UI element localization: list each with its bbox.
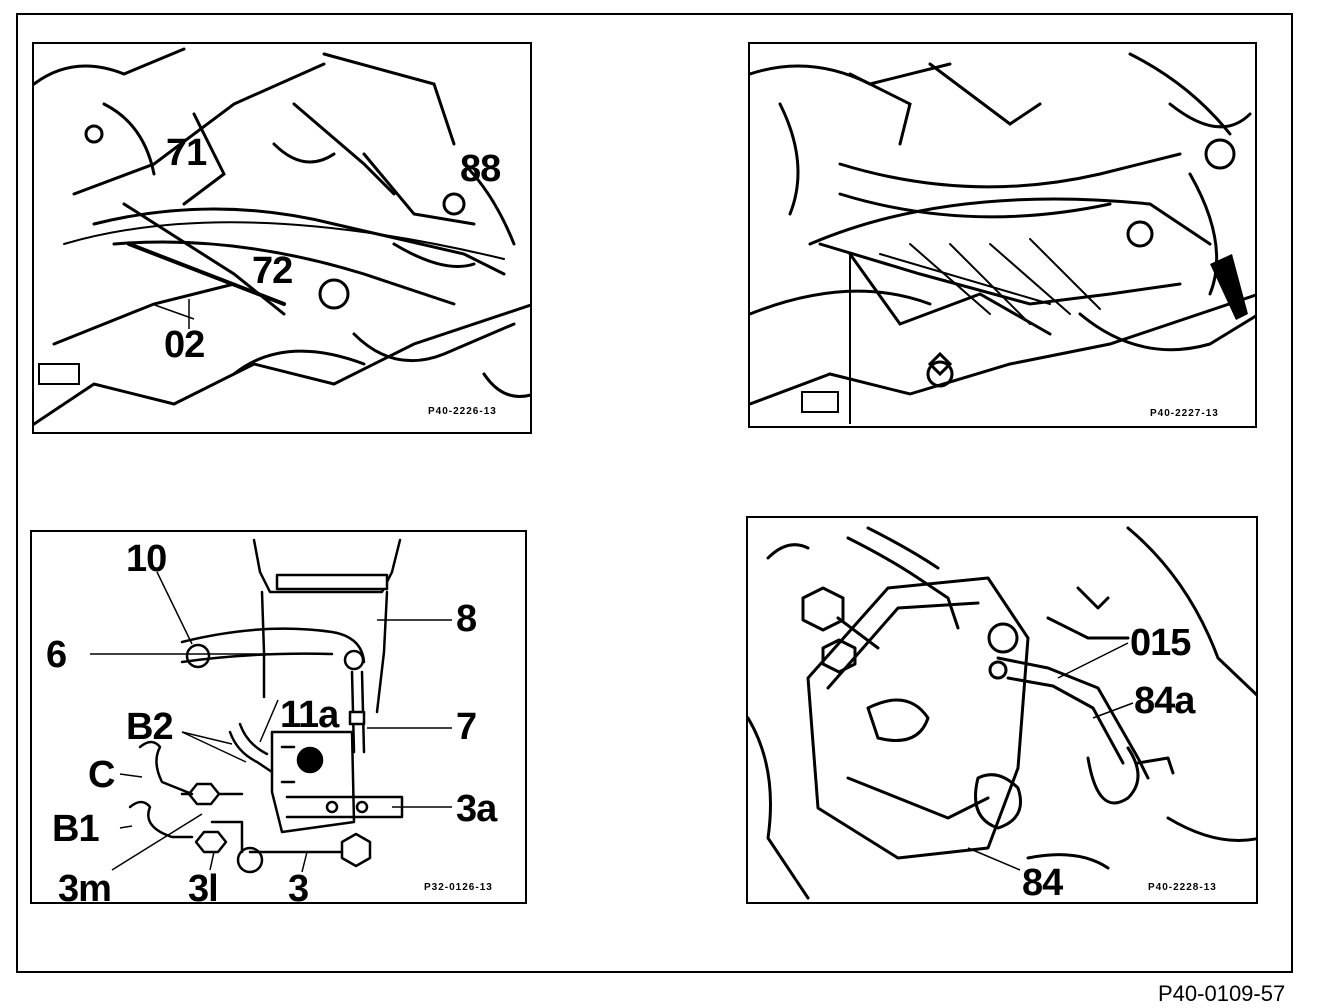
callout-3m: 3m [58, 868, 112, 904]
panel-photo-2: P40-2227-13 [748, 42, 1257, 428]
callout-84: 84 [1022, 862, 1063, 904]
callout-B2: B2 [126, 706, 174, 748]
callout-72: 72 [252, 250, 293, 292]
panel-4-illustration [748, 526, 1256, 900]
callout-84a: 84a [1134, 680, 1195, 722]
callout-8: 8 [456, 598, 477, 640]
panel-photo-4: 015 84a 84 P40-2228-13 [746, 516, 1258, 904]
callout-10: 10 [126, 538, 167, 580]
callout-88: 88 [460, 148, 501, 190]
panel-2-illustration [750, 52, 1255, 424]
callout-6: 6 [46, 634, 67, 676]
callout-3l: 3l [188, 868, 219, 904]
callout-7: 7 [456, 706, 477, 748]
figure-frame [16, 13, 1293, 973]
callout-3: 3 [288, 868, 309, 904]
callout-71: 71 [166, 132, 207, 174]
panel-1-illustration [34, 47, 530, 426]
figure-id: P40-0109-57 [1158, 981, 1286, 1006]
callout-02: 02 [164, 324, 205, 366]
callout-11a: 11a [280, 694, 339, 736]
panel-reference-number: P40-2226-13 [428, 406, 497, 417]
panel-reference-number: P40-2227-13 [1150, 408, 1219, 419]
callout-3a: 3a [456, 788, 497, 830]
panel-3-illustration [90, 538, 452, 874]
callout-C: C [88, 754, 115, 796]
pointer-arrow [1210, 254, 1248, 320]
callout-B1: B1 [52, 808, 100, 850]
callout-015: 015 [1130, 622, 1191, 664]
panel-reference-number: P32-0126-13 [424, 882, 493, 893]
panel-photo-1: 71 88 72 02 P40-2226-13 [32, 42, 532, 434]
panel-diagram-3: 10 8 6 11a 7 B2 C 3a B1 3m 3l 3 P32-0126… [30, 530, 527, 904]
panel-reference-number: P40-2228-13 [1148, 882, 1217, 893]
